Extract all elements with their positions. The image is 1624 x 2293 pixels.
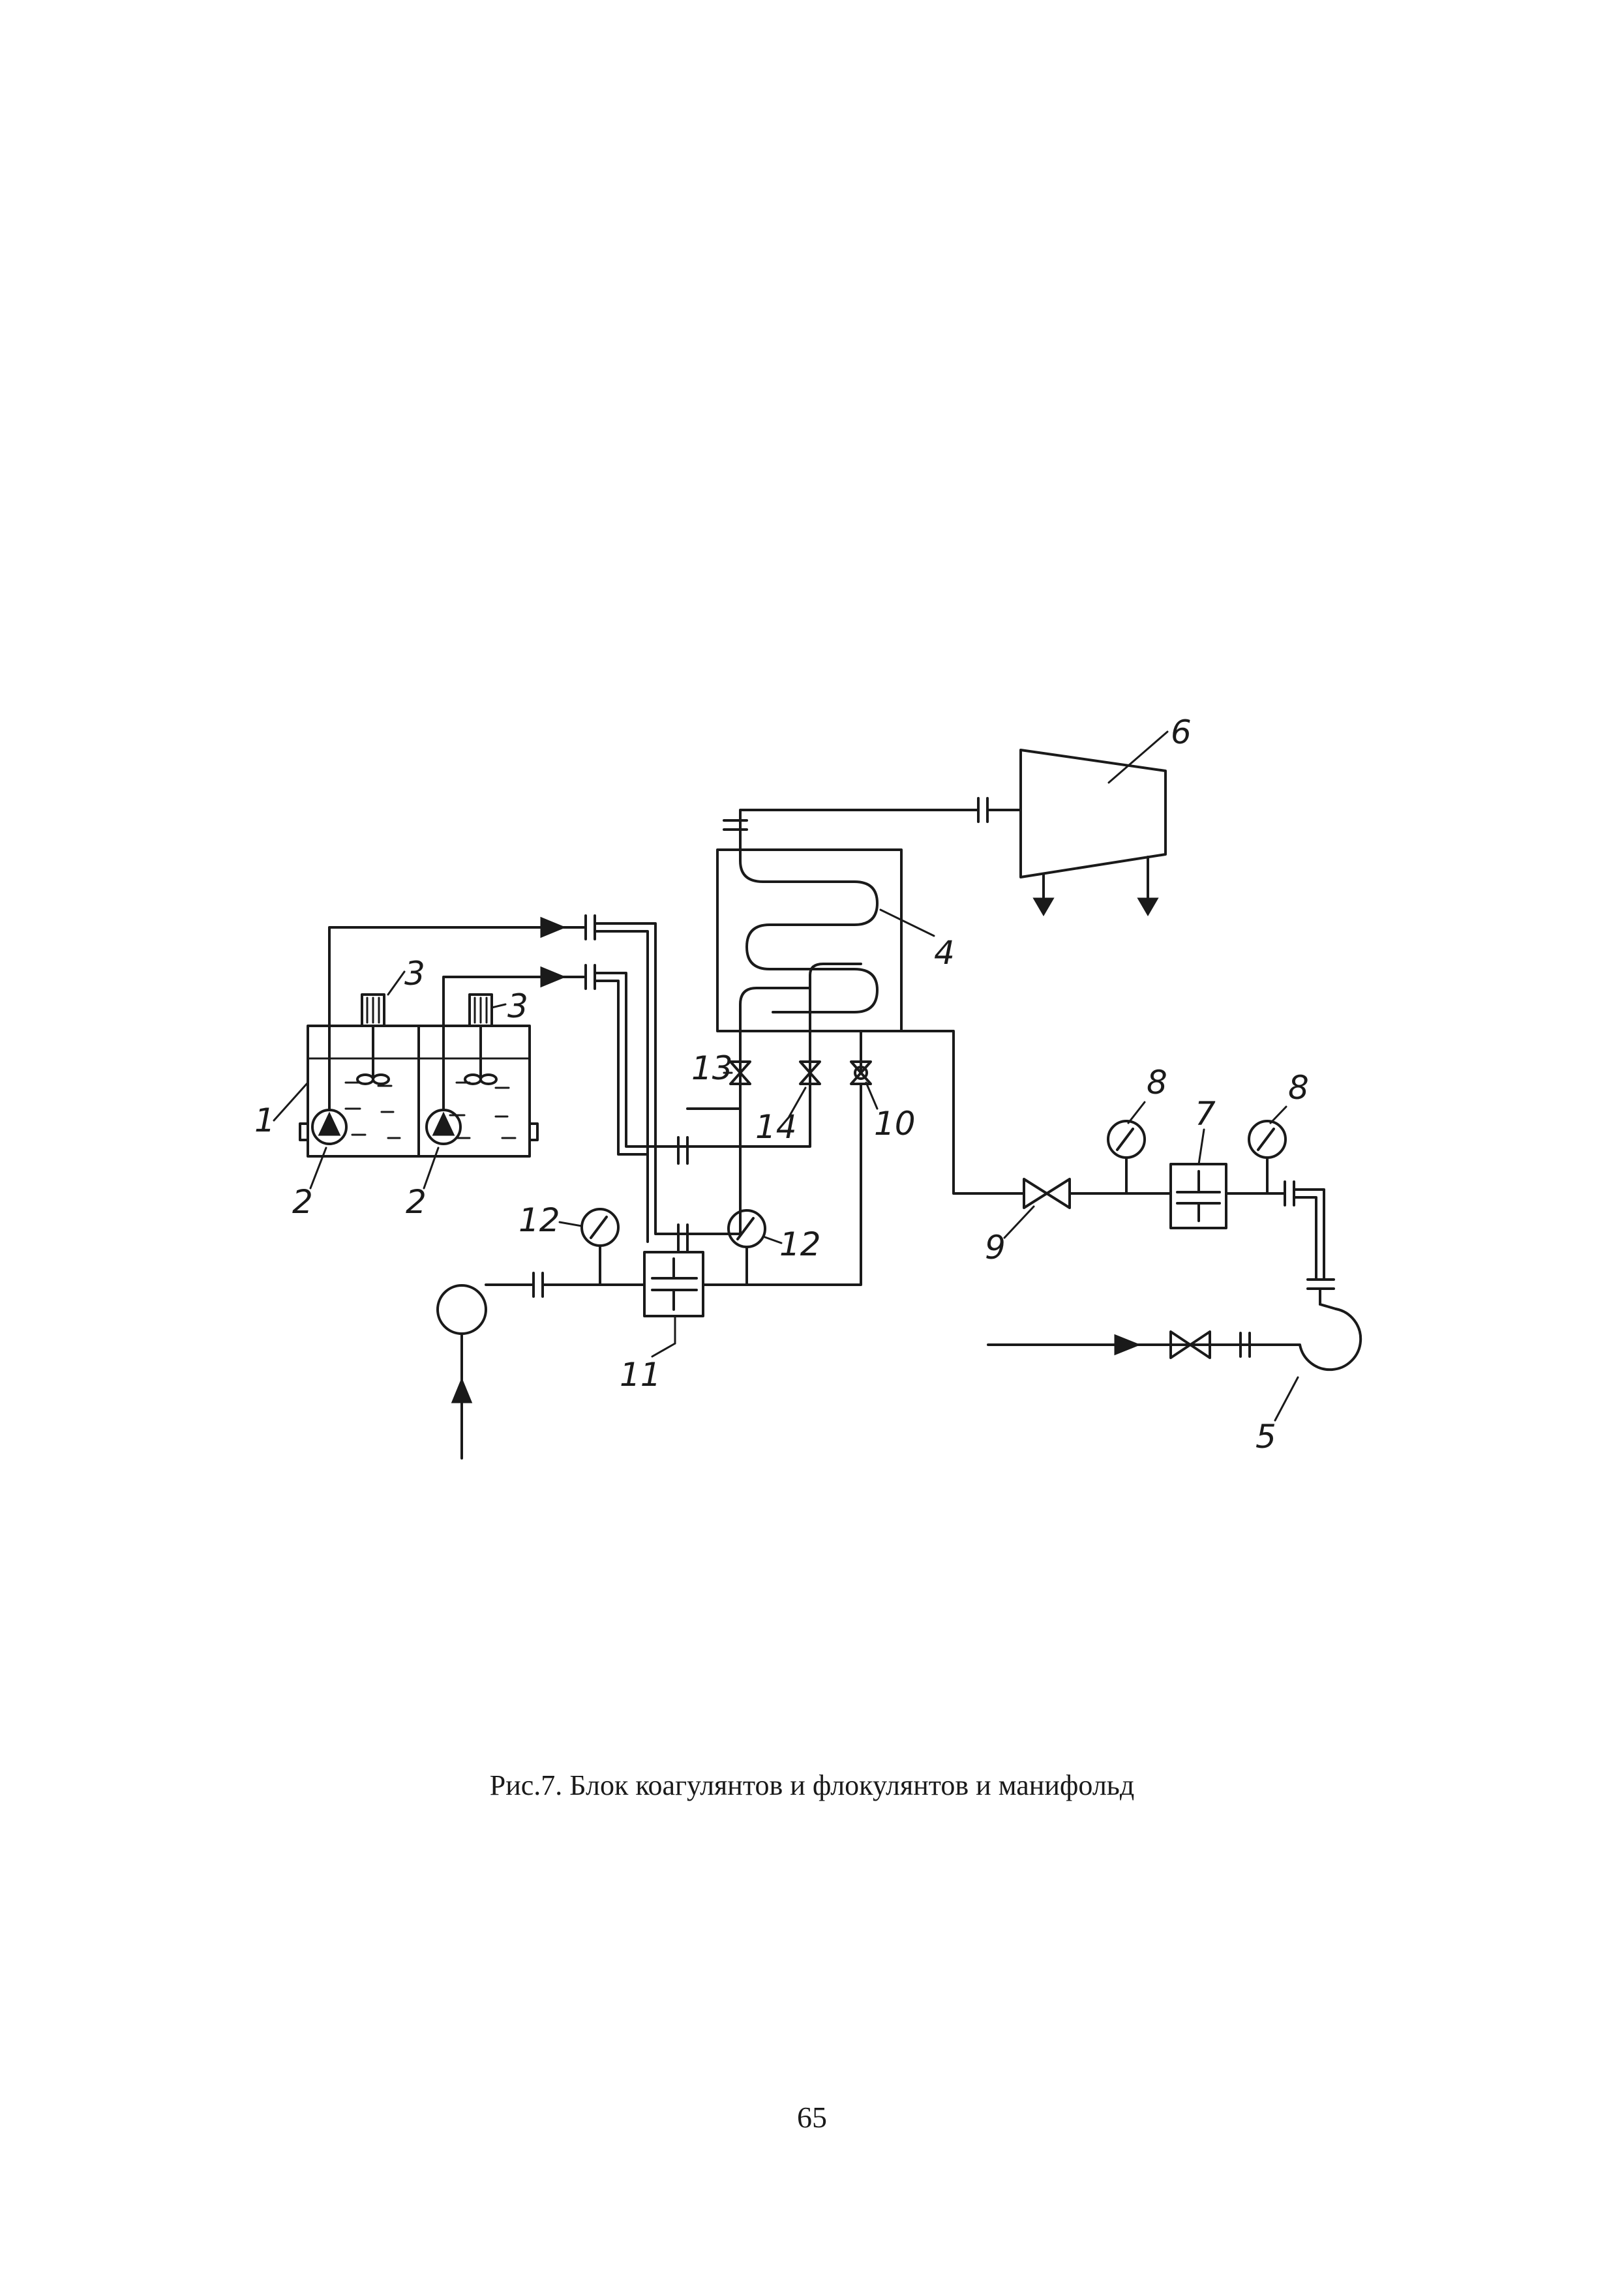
label-2-left: 2 (292, 1183, 313, 1221)
label-12-left: 12 (519, 1201, 560, 1239)
pressure-gauge-8-left (1107, 1120, 1146, 1195)
exchanger-to-separator-line (723, 797, 1022, 831)
reagent-line-outer (328, 914, 742, 1252)
valve-14 (799, 1060, 821, 1085)
valve-13 (729, 1060, 751, 1097)
label-8-left: 8 (1147, 1064, 1167, 1102)
page-number: 65 (797, 2101, 827, 2134)
valve-10 (850, 1060, 872, 1085)
label-12-right: 12 (779, 1225, 821, 1263)
figure-caption: Рис.7. Блок коагулянтов и флокулянтов и … (489, 1769, 1135, 1801)
reagent-tank-block (299, 1025, 539, 1158)
lower-manifold (436, 1251, 751, 1460)
tank-pump-right (425, 1109, 462, 1145)
label-7: 7 (1195, 1095, 1216, 1133)
label-11: 11 (620, 1356, 661, 1394)
label-13: 13 (691, 1049, 733, 1087)
pressure-gauge-8-right (1248, 1120, 1287, 1195)
label-3-left: 3 (404, 955, 425, 993)
tank-pump-left (311, 1109, 348, 1145)
label-3-right: 3 (507, 987, 528, 1025)
label-10: 10 (874, 1105, 916, 1143)
pressure-gauge-12-right (727, 1209, 766, 1286)
label-4: 4 (934, 934, 955, 972)
callout-labels: 1 2 2 3 3 4 5 6 7 8 8 9 10 11 12 12 13 1… (254, 713, 1309, 1456)
label-6: 6 (1171, 713, 1192, 751)
centrifugal-pump-5 (987, 1303, 1362, 1371)
right-manifold (900, 1030, 1335, 1306)
heat-exchanger (716, 826, 903, 1071)
mixer-left (356, 993, 390, 1085)
pressure-gauge-12-left (580, 1208, 620, 1286)
label-9: 9 (985, 1229, 1006, 1266)
valve-10-supply-line (749, 1083, 862, 1286)
label-8-right: 8 (1288, 1069, 1309, 1107)
reagent-line-inner (442, 964, 811, 1165)
separator-tank (1019, 749, 1167, 916)
label-2-right: 2 (406, 1183, 427, 1221)
label-5: 5 (1256, 1418, 1276, 1456)
mixer-right (464, 993, 498, 1085)
label-1: 1 (254, 1102, 275, 1139)
